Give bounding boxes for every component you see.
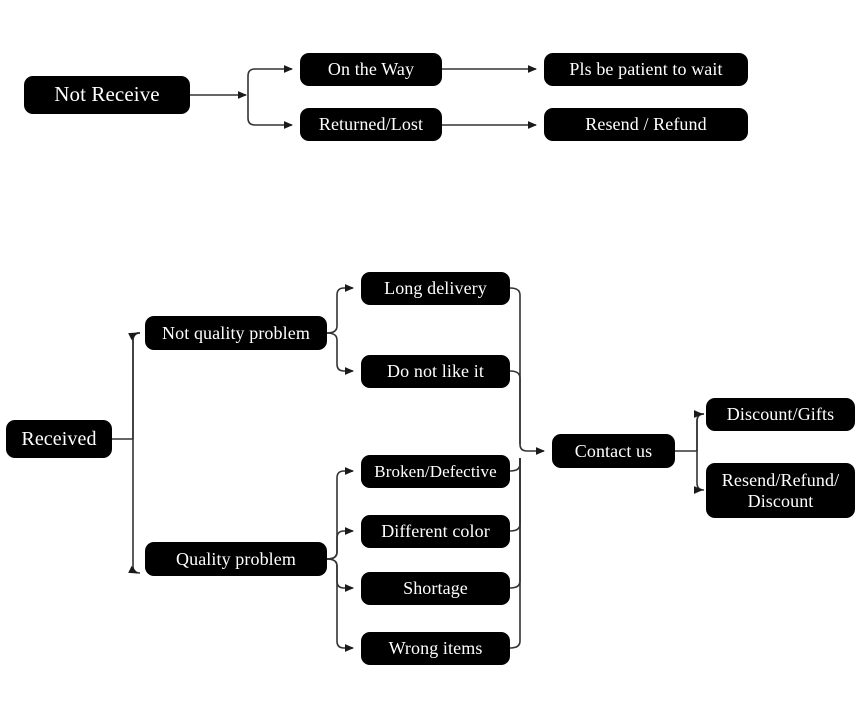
edge-different-color-to-spine: [509, 458, 521, 532]
node-pls-be-patient-to-wait[interactable]: Pls be patient to wait: [544, 53, 748, 86]
node-quality-problem[interactable]: Quality problem: [145, 542, 327, 576]
edge-not-quality-to-do-not-like: [326, 332, 354, 375]
edge-split-to-returned-lost: [247, 95, 293, 129]
node-contact-us[interactable]: Contact us: [552, 434, 675, 468]
edge-arrow-not-quality: [128, 332, 138, 341]
edge-not-quality-to-long-delivery: [326, 284, 354, 334]
edge-spine-up: [132, 332, 141, 439]
edge-broken-to-spine: [509, 458, 521, 472]
edge-wrong-items-to-spine: [509, 458, 521, 649]
node-returned-lost[interactable]: Returned/Lost: [300, 108, 442, 141]
edge-contact-to-discount-gifts-path: [696, 413, 705, 451]
node-long-delivery[interactable]: Long delivery: [361, 272, 510, 305]
edge-split-outcomes-up: [696, 413, 705, 451]
node-different-color[interactable]: Different color: [361, 515, 510, 548]
edge-received-to-not-quality-path: [132, 332, 141, 439]
node-discount-gifts[interactable]: Discount/Gifts: [706, 398, 855, 431]
edge-spine-up-corner: [132, 332, 141, 341]
edge-long-delivery-to-contact: [509, 287, 545, 455]
edge-received-to-quality-path: [132, 439, 141, 574]
node-wrong-items[interactable]: Wrong items: [361, 632, 510, 665]
edge-quality-to-broken: [326, 467, 354, 560]
node-resend-refund[interactable]: Resend / Refund: [544, 108, 748, 141]
edge-quality-to-shortage: [326, 558, 354, 592]
edge-arrow-quality: [128, 565, 138, 574]
node-on-the-way[interactable]: On the Way: [300, 53, 442, 86]
edge-do-not-like-to-spine: [509, 370, 521, 444]
node-do-not-like-it[interactable]: Do not like it: [361, 355, 510, 388]
edge-contact-to-resend-discount-path: [696, 451, 705, 491]
edge-shortage-to-spine: [509, 458, 521, 589]
node-not-quality-problem[interactable]: Not quality problem: [145, 316, 327, 350]
node-shortage[interactable]: Shortage: [361, 572, 510, 605]
node-resend-refund-discount[interactable]: Resend/Refund/ Discount: [706, 463, 855, 518]
node-received[interactable]: Received: [6, 420, 112, 458]
edge-split-to-on-the-way: [247, 65, 293, 95]
node-not-receive[interactable]: Not Receive: [24, 76, 190, 114]
node-broken-defective[interactable]: Broken/Defective: [361, 455, 510, 488]
edge-quality-to-different-color: [326, 527, 354, 560]
edge-quality-to-wrong-items: [326, 558, 354, 652]
